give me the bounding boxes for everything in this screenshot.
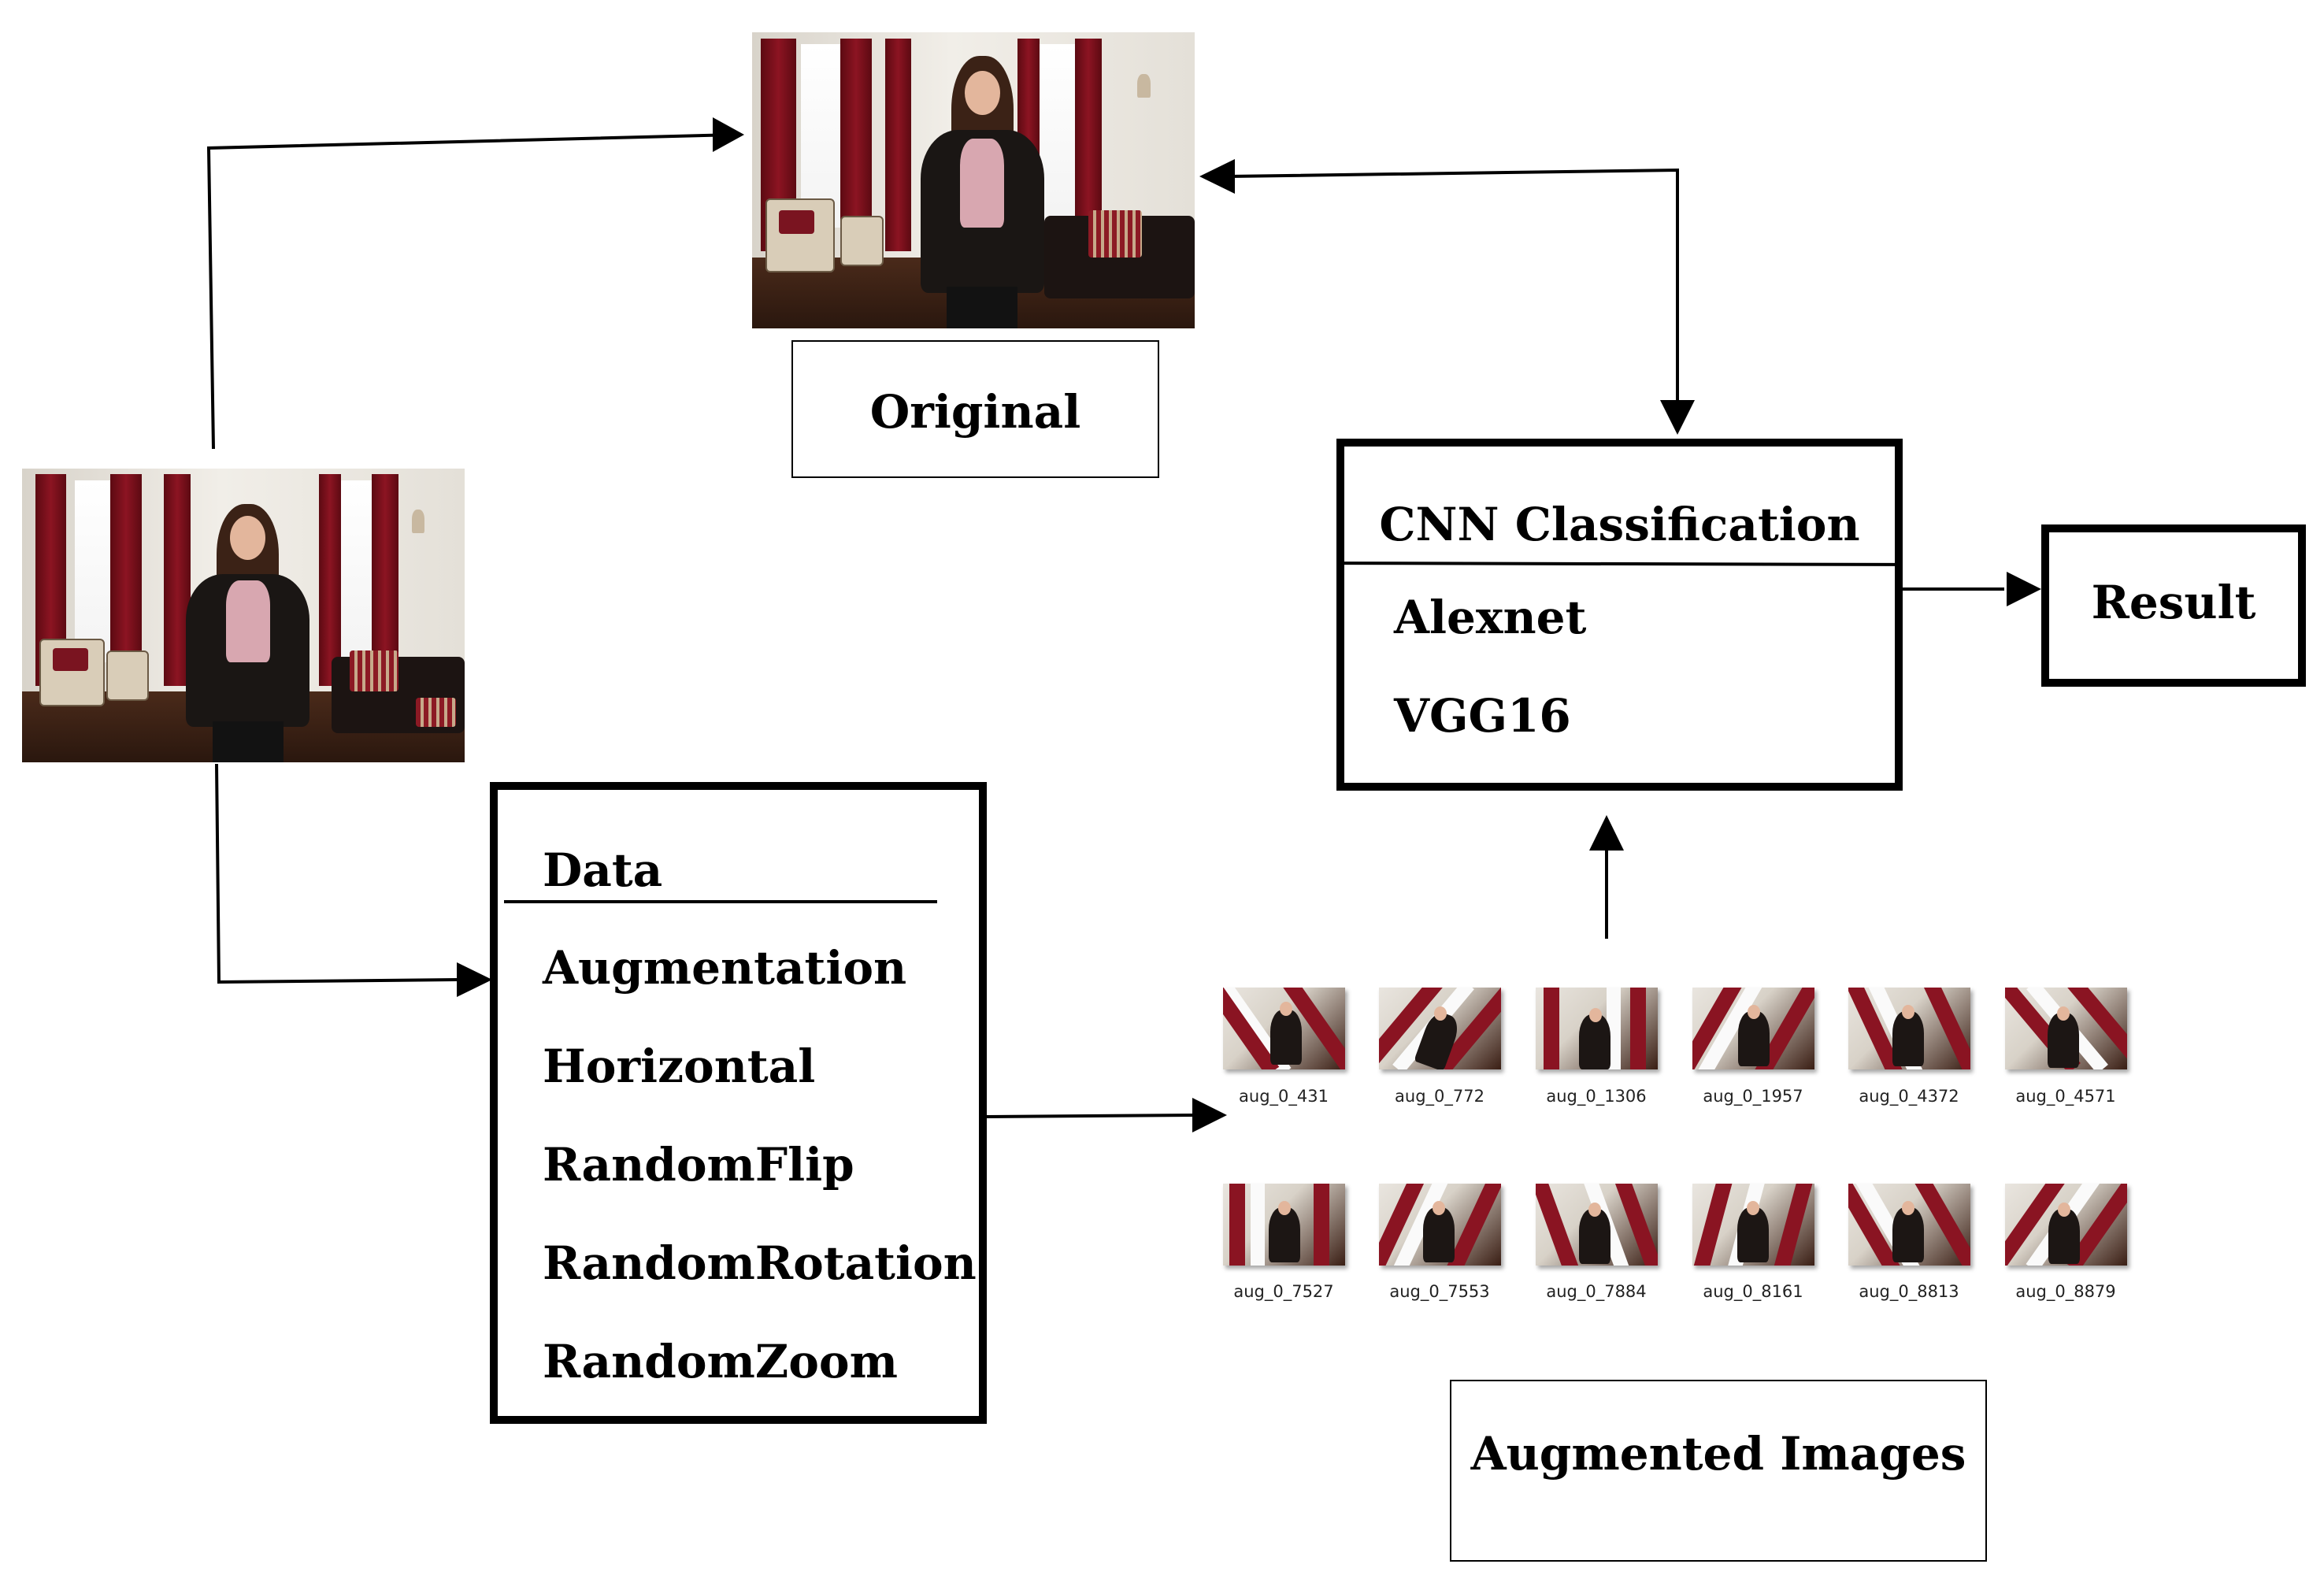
data-item-randomrotation: RandomRotation: [543, 1236, 977, 1290]
arrow-input-to-original: [206, 133, 737, 450]
data-item-randomzoom: RandomZoom: [543, 1335, 898, 1388]
cnn-model-alexnet: Alexnet: [1394, 591, 1587, 644]
input-image: [22, 469, 465, 762]
arrowhead-cnn-top: [1660, 400, 1695, 435]
arrowhead-cnn-bottom: [1589, 815, 1624, 851]
arrowhead-data-box: [457, 962, 492, 997]
cnn-model-vgg16: VGG16: [1394, 689, 1571, 743]
cnn-title-divider: [1344, 562, 1896, 566]
augmented-images-label-box: Augmented Images: [1450, 1380, 1987, 1562]
data-augmentation-box: Data Augmentation Horizontal RandomFlip …: [490, 782, 987, 1424]
data-item-horizontal: Horizontal: [543, 1040, 816, 1093]
arrow-input-to-data-box: [215, 763, 458, 984]
data-box-title: Data: [543, 843, 663, 897]
result-box: Result: [2041, 524, 2306, 687]
arrowhead-thumbnails: [1192, 1098, 1227, 1132]
cnn-title: CNN Classification: [1379, 498, 1860, 551]
augmented-images-label: Augmented Images: [1470, 1427, 1966, 1481]
data-item-randomflip: RandomFlip: [543, 1138, 854, 1192]
arrowhead-result: [2007, 572, 2041, 606]
arrowhead-original: [713, 117, 744, 152]
arrow-data-box-to-thumbnails: [985, 1114, 1195, 1118]
original-label-box: Original: [791, 340, 1159, 478]
data-item-augmentation: Augmentation: [543, 941, 907, 995]
result-label: Result: [2091, 576, 2256, 629]
original-label: Original: [869, 385, 1081, 439]
data-box-divider: [504, 900, 937, 903]
arrow-cnn-original-bidirectional: [1228, 168, 1679, 402]
arrowhead-original-right: [1199, 159, 1235, 194]
cnn-classification-box: CNN Classification Alexnet VGG16: [1336, 439, 1903, 791]
original-image: [752, 32, 1195, 328]
